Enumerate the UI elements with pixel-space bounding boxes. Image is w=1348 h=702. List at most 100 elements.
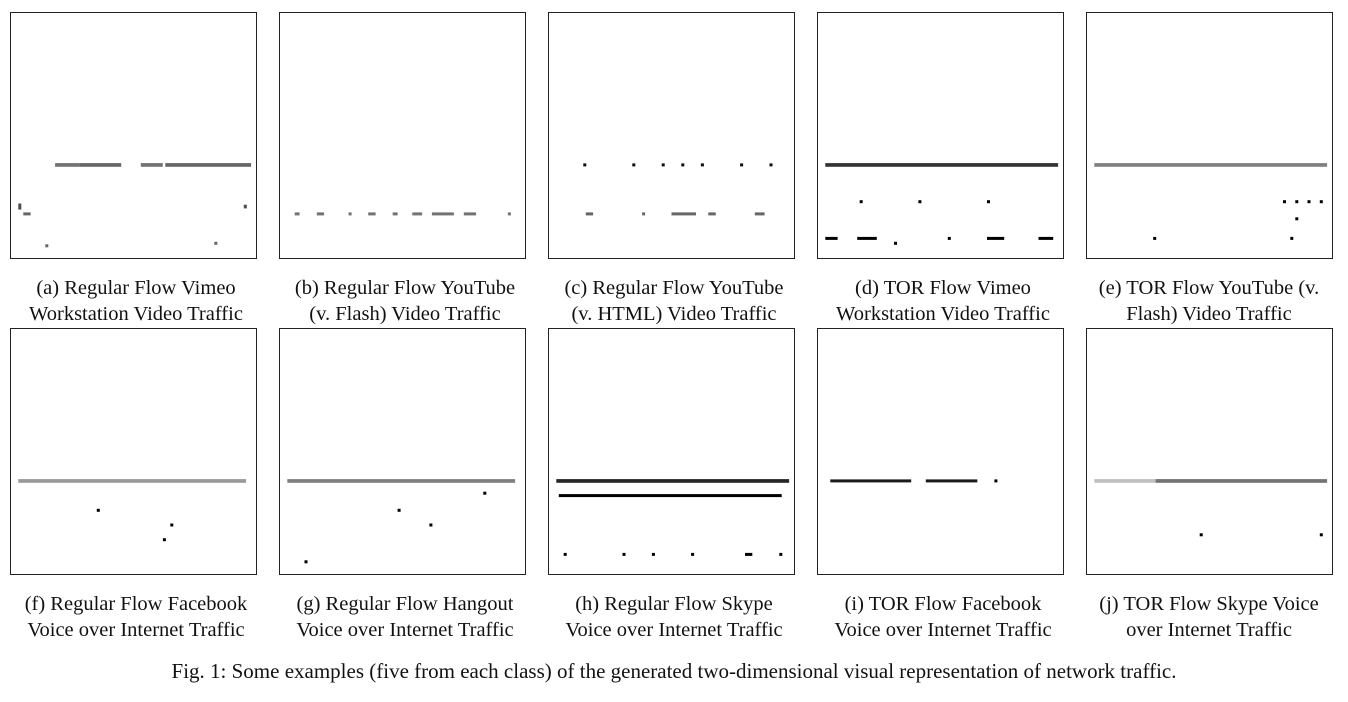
panel-h-mark-2: [563, 552, 567, 556]
panel-c-caption-line1: (c) Regular Flow YouTube: [564, 277, 784, 299]
panel-g-mark-0: [287, 479, 516, 483]
panel-h-image: [548, 328, 795, 575]
panel-b-mark-2: [348, 212, 352, 216]
panel-h-mark-7: [779, 552, 783, 556]
panel-e-caption-line2: Flash) Video Traffic: [1126, 303, 1292, 325]
panel-b-caption-line2: (v. Flash) Video Traffic: [309, 303, 501, 325]
panel-g-mark-2: [397, 508, 401, 512]
panel-f-caption: (f) Regular Flow Facebook Voice over Int…: [2, 591, 270, 643]
panel-c-mark-1: [632, 163, 636, 167]
panel-f-plot: [18, 479, 247, 542]
panel-d-caption-line1: (d) TOR Flow Vimeo: [855, 277, 1031, 299]
panel-b-mark-0: [294, 212, 300, 216]
panel-a-mark-5: [23, 212, 31, 216]
panel-c-caption-line2: (v. HTML) Video Traffic: [571, 303, 777, 325]
panel-c-mark-4: [700, 163, 704, 167]
panel-f-image: [10, 328, 257, 575]
panel-g-caption-line1: (g) Regular Flow Hangout: [296, 593, 514, 615]
panel-c-mark-6: [769, 163, 773, 167]
panel-e-mark-2: [1295, 200, 1299, 204]
panel-d-mark-2: [918, 200, 922, 204]
panel-d-mark-6: [894, 241, 897, 245]
panel-b-mark-4: [392, 212, 398, 216]
panel-c-mark-11: [754, 212, 765, 216]
panel-e-mark-5: [1295, 217, 1299, 221]
panel-j-mark-1: [1155, 479, 1328, 483]
panel-d-mark-8: [987, 236, 1005, 240]
panel-d-caption: (d) TOR Flow Vimeo Workstation Video Tra…: [809, 275, 1077, 327]
panel-e-caption-line1: (e) TOR Flow YouTube (v.: [1098, 277, 1320, 299]
panel-e-mark-3: [1307, 200, 1311, 204]
panel-a-mark-3: [165, 163, 252, 167]
panel-a-caption-line1: (a) Regular Flow Vimeo: [36, 277, 236, 299]
panel-c-mark-9: [671, 212, 696, 216]
panel-b-mark-8: [507, 212, 511, 216]
panel-a-plot: [18, 163, 252, 248]
panel-e-mark-4: [1319, 200, 1323, 204]
panel-c-plot: [583, 163, 773, 216]
panel-c-mark-7: [585, 212, 594, 216]
panel-i-caption-line1: (i) TOR Flow Facebook: [844, 593, 1042, 615]
panel-h-mark-4: [651, 552, 655, 556]
panel-c-image: [548, 12, 795, 259]
panel-e-plot: [1094, 163, 1328, 240]
panel-g-mark-3: [429, 523, 433, 527]
panel-b-mark-5: [412, 212, 423, 216]
panel-b-mark-7: [463, 212, 477, 216]
panel-i-mark-1: [925, 479, 978, 483]
panel-h-mark-6: [745, 552, 753, 556]
panel-d-caption-line2: Workstation Video Traffic: [836, 303, 1050, 325]
panel-f-mark-2: [170, 523, 174, 527]
panel-a-image: [10, 12, 257, 259]
panel-h-mark-3: [622, 552, 626, 556]
panel-c-mark-0: [583, 163, 587, 167]
panel-c-mark-5: [740, 163, 744, 167]
panel-i-image: [817, 328, 1064, 575]
panel-c-mark-8: [642, 212, 646, 216]
panel-d-mark-1: [859, 200, 863, 204]
panel-g-caption: (g) Regular Flow Hangout Voice over Inte…: [271, 591, 539, 643]
panel-b-mark-1: [316, 212, 325, 216]
panel-i-plot: [830, 479, 998, 483]
panel-a-mark-8: [214, 241, 218, 245]
panel-b-caption: (b) Regular Flow YouTube (v. Flash) Vide…: [271, 275, 539, 327]
panel-c-caption: (c) Regular Flow YouTube (v. HTML) Video…: [540, 275, 808, 327]
panel-a-caption: (a) Regular Flow Vimeo Workstation Video…: [2, 275, 270, 327]
panel-h-plot: [556, 479, 790, 556]
panel-h-caption: (h) Regular Flow Skype Voice over Intern…: [540, 591, 808, 643]
panel-e-mark-1: [1283, 200, 1286, 204]
panel-a-mark-2: [140, 163, 163, 167]
panel-d-image: [817, 12, 1064, 259]
panel-b-plot: [294, 212, 511, 216]
panel-j-caption-line1: (j) TOR Flow Skype Voice: [1099, 593, 1319, 615]
panel-d-mark-7: [947, 236, 951, 240]
panel-a-mark-7: [45, 244, 49, 248]
panel-e-caption: (e) TOR Flow YouTube (v. Flash) Video Tr…: [1075, 275, 1343, 327]
figure-caption: Fig. 1: Some examples (five from each cl…: [171, 659, 1177, 683]
panel-a-mark-4: [18, 203, 22, 210]
panel-h-mark-1: [558, 494, 782, 498]
panel-i-caption-line2: Voice over Internet Traffic: [834, 619, 1052, 641]
panel-j-caption: (j) TOR Flow Skype Voice over Internet T…: [1075, 591, 1343, 643]
panel-g-mark-4: [304, 560, 308, 564]
panel-d-mark-5: [857, 236, 877, 240]
panel-b-mark-3: [368, 212, 376, 216]
panel-j-plot: [1094, 479, 1328, 537]
panel-b-caption-line1: (b) Regular Flow YouTube: [294, 277, 516, 299]
panel-e-mark-0: [1094, 163, 1328, 167]
panel-d-mark-0: [825, 163, 1059, 167]
panel-g-mark-1: [483, 491, 487, 495]
panel-f-caption-line1: (f) Regular Flow Facebook: [24, 593, 248, 615]
panel-e-mark-6: [1153, 236, 1157, 240]
panel-j-caption-line2: over Internet Traffic: [1126, 619, 1292, 641]
panel-i-mark-2: [994, 479, 998, 483]
panel-i-caption: (i) TOR Flow Facebook Voice over Interne…: [809, 591, 1077, 643]
panel-d-mark-4: [825, 236, 838, 240]
panel-e-image: [1086, 12, 1333, 259]
panel-h-mark-5: [691, 552, 695, 556]
panel-j-mark-3: [1319, 533, 1323, 537]
panel-h-caption-line1: (h) Regular Flow Skype: [575, 593, 773, 615]
panel-b-image: [279, 12, 526, 259]
panel-a-mark-0: [55, 163, 80, 167]
panel-a-mark-6: [243, 204, 247, 209]
